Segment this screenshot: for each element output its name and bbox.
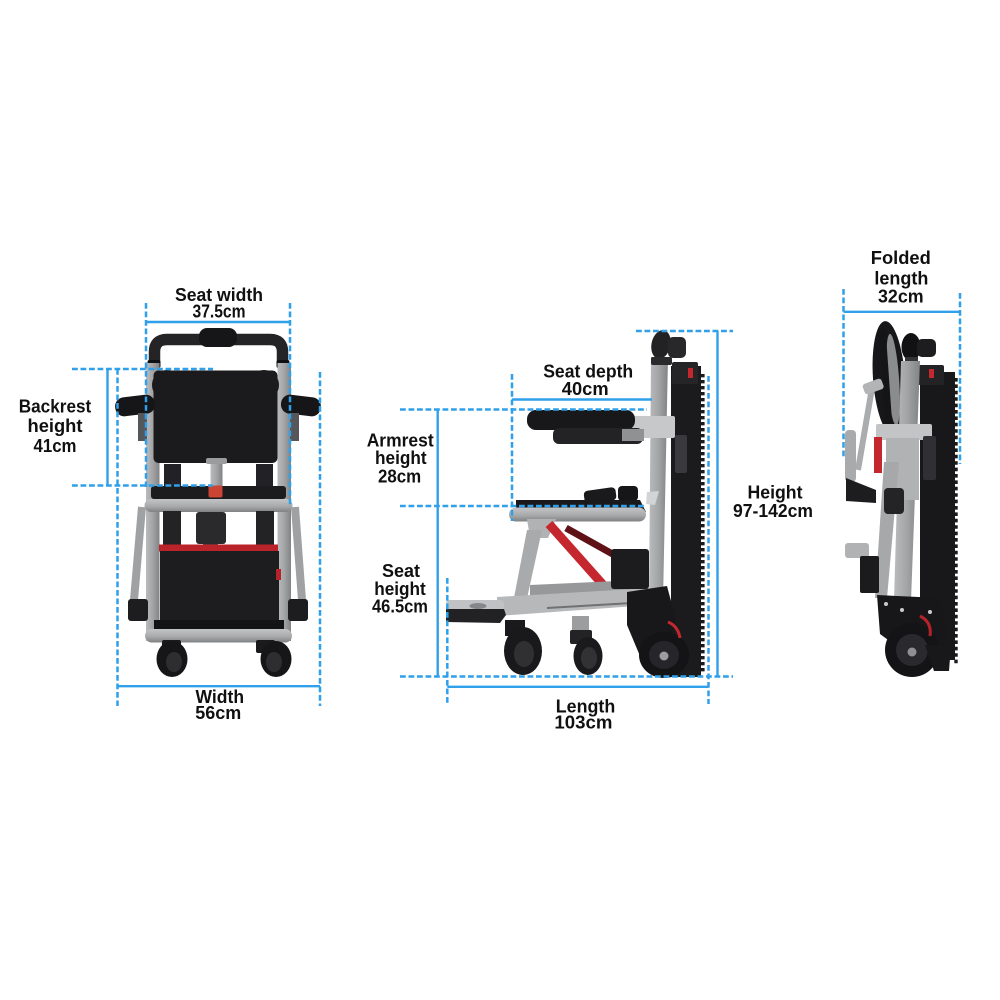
svg-text:Seat: Seat: [382, 561, 420, 581]
svg-text:height: height: [28, 416, 83, 436]
svg-text:40cm: 40cm: [562, 379, 609, 399]
svg-text:97-142cm: 97-142cm: [733, 501, 813, 521]
svg-text:Height: Height: [748, 483, 803, 503]
svg-text:41cm: 41cm: [34, 436, 77, 456]
svg-text:Armrest: Armrest: [367, 431, 434, 451]
svg-text:32cm: 32cm: [878, 286, 924, 306]
svg-text:37.5cm: 37.5cm: [193, 302, 246, 322]
svg-text:Backrest: Backrest: [19, 397, 92, 417]
svg-text:46.5cm: 46.5cm: [372, 597, 428, 617]
svg-text:height: height: [374, 579, 426, 599]
svg-text:Width: Width: [196, 687, 245, 707]
svg-text:length: length: [874, 268, 928, 288]
svg-text:28cm: 28cm: [378, 467, 421, 487]
svg-text:Seat depth: Seat depth: [543, 362, 633, 382]
svg-text:56cm: 56cm: [195, 703, 241, 723]
svg-text:103cm: 103cm: [554, 713, 612, 733]
svg-text:Folded: Folded: [871, 248, 931, 268]
svg-text:Length: Length: [556, 696, 616, 716]
svg-text:height: height: [375, 448, 427, 468]
svg-text:Seat width: Seat width: [175, 285, 263, 305]
